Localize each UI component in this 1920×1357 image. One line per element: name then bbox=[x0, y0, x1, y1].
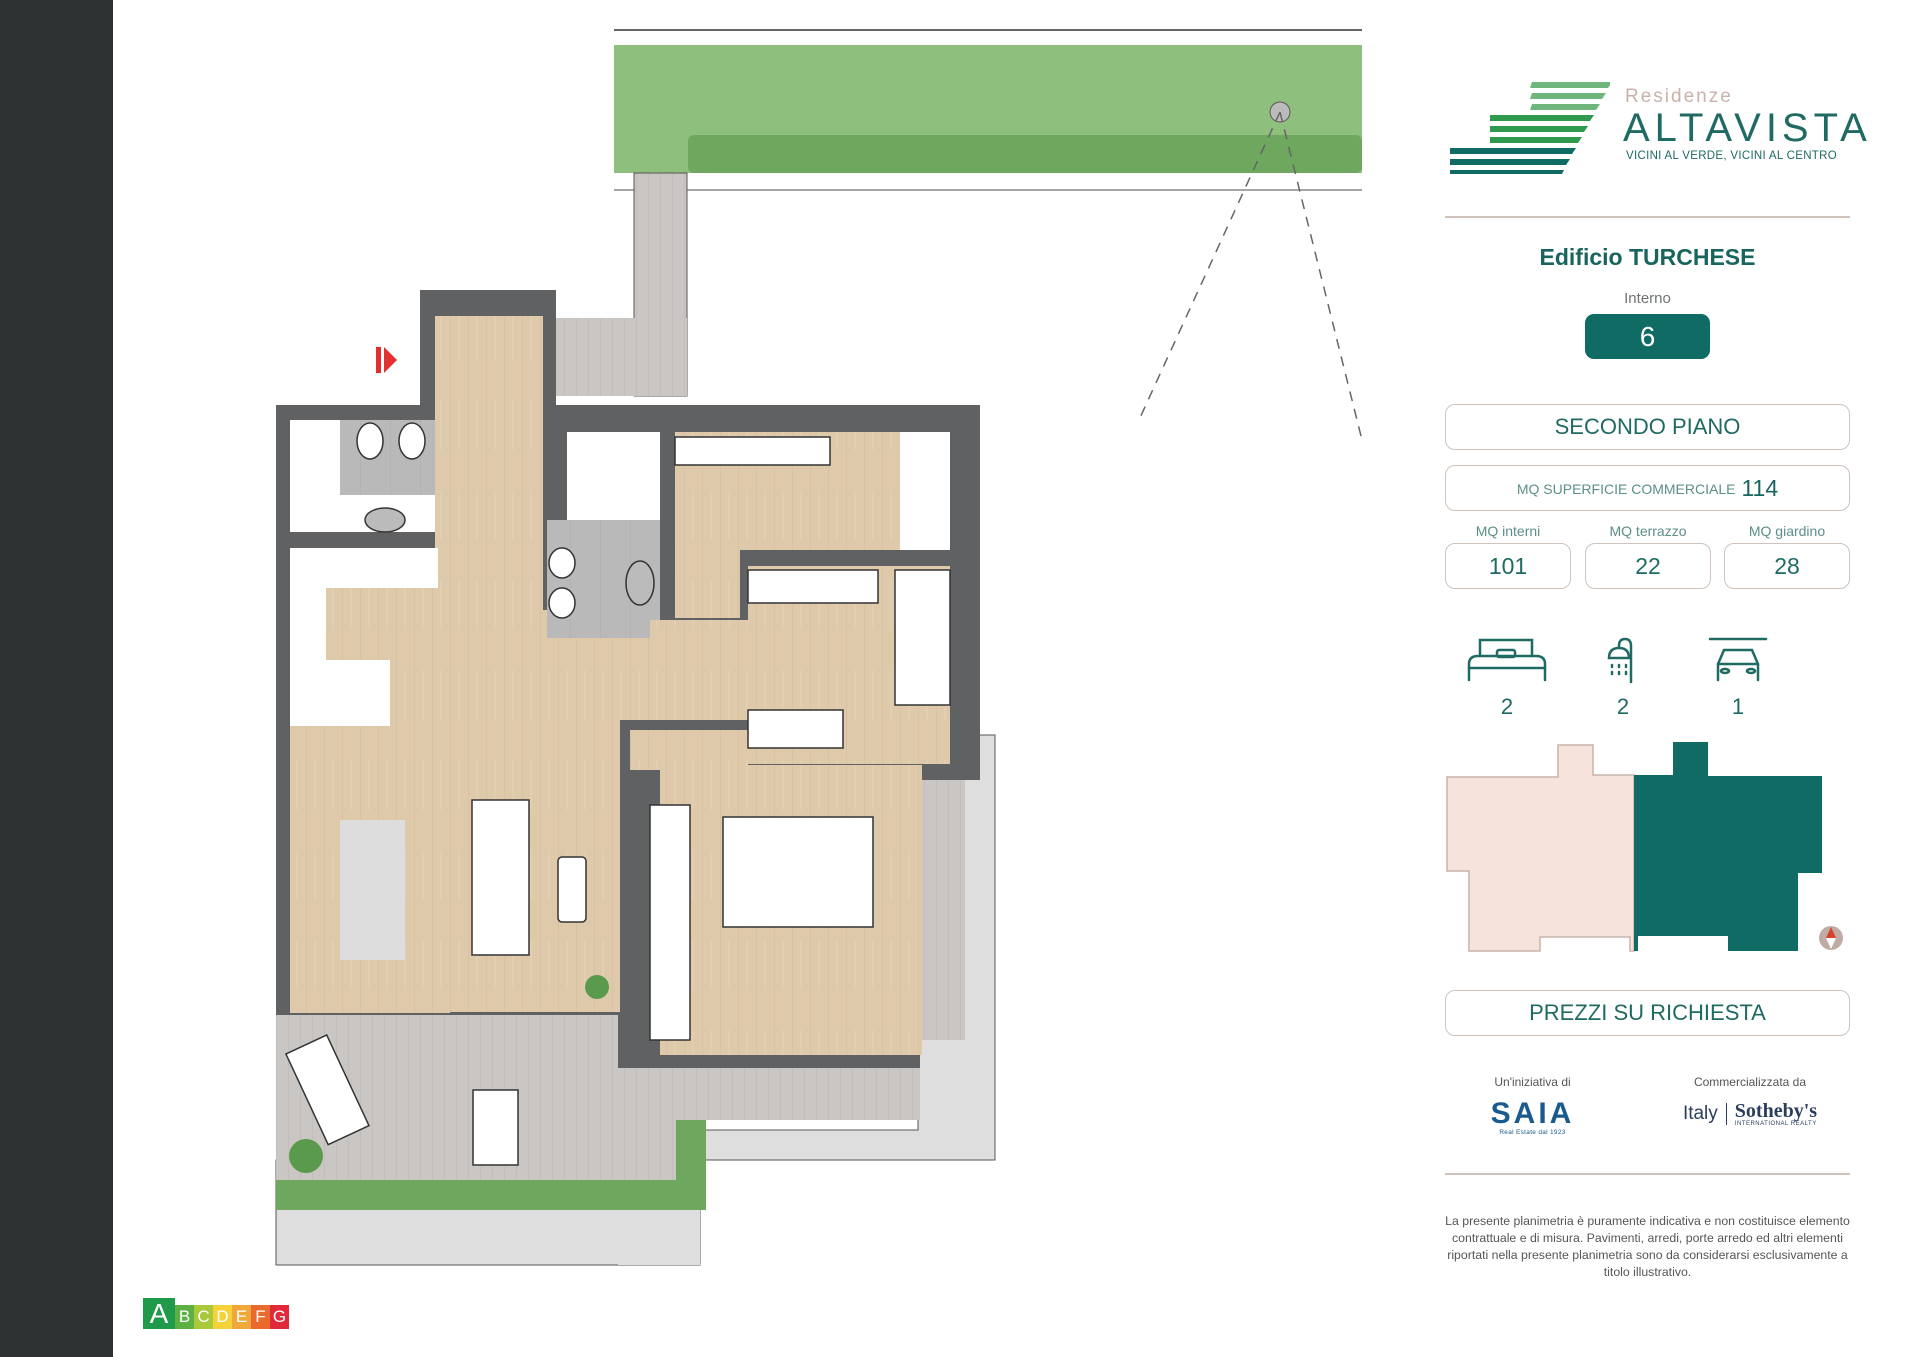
developer-label: Un'iniziativa di bbox=[1494, 1075, 1571, 1089]
divider bbox=[1445, 216, 1850, 218]
area-terrazzo: MQ terrazzo 22 bbox=[1585, 523, 1711, 589]
area-interni: MQ interni 101 bbox=[1445, 523, 1571, 589]
energy-class-d: D bbox=[213, 1305, 232, 1329]
building-title: Edificio TURCHESE bbox=[1539, 244, 1756, 270]
energy-class-e: E bbox=[232, 1305, 251, 1329]
bed-icon bbox=[1467, 638, 1547, 682]
left-sidebar-strip bbox=[0, 0, 113, 1357]
divider bbox=[1445, 1173, 1850, 1175]
surface-value: 114 bbox=[1741, 475, 1779, 501]
feature-bedrooms: 2 bbox=[1457, 636, 1557, 720]
info-panel: Residenze ALTAVISTA VICINI AL VERDE, VIC… bbox=[1445, 0, 1867, 1357]
car-icon bbox=[1708, 637, 1768, 682]
compass-icon bbox=[1819, 926, 1843, 950]
furniture bbox=[284, 422, 951, 1166]
parking-count: 1 bbox=[1731, 694, 1745, 719]
floor-label: SECONDO PIANO bbox=[1445, 404, 1850, 450]
developer-name: SAIA bbox=[1490, 1097, 1575, 1130]
interno-badge: 6 bbox=[1585, 314, 1710, 359]
feature-parking: 1 bbox=[1688, 636, 1788, 720]
agency-name: Sotheby's bbox=[1734, 1100, 1818, 1122]
agency-label: Commercializzata da bbox=[1693, 1075, 1807, 1089]
disclaimer-text: La presente planimetria è puramente indi… bbox=[1445, 1214, 1850, 1279]
area-label: MQ interni bbox=[1475, 523, 1541, 539]
entry-deck bbox=[556, 318, 687, 396]
building-keymap bbox=[1446, 742, 1843, 952]
agency-sub: INTERNATIONAL REALTY bbox=[1734, 1121, 1817, 1127]
feature-bathrooms: 2 bbox=[1573, 636, 1673, 720]
brand-tagline: VICINI AL VERDE, VICINI AL CENTRO bbox=[1626, 150, 1837, 162]
area-value: 101 bbox=[1445, 543, 1571, 589]
interno-label: Interno bbox=[1624, 290, 1671, 307]
keymap-other-unit bbox=[1446, 744, 1635, 952]
commercial-surface: MQ SUPERFICIE COMMERCIALE 114 bbox=[1445, 465, 1850, 511]
price-on-request: PREZZI SU RICHIESTA bbox=[1445, 990, 1850, 1036]
energy-class-scale: A B C D E F G bbox=[143, 1298, 289, 1329]
area-value: 28 bbox=[1724, 543, 1850, 589]
bathrooms-count: 2 bbox=[1616, 694, 1630, 719]
logo-stripes-icon bbox=[1450, 82, 1610, 174]
developer-logo: Un'iniziativa di SAIA Real Estate dal 19… bbox=[1470, 1075, 1595, 1136]
floor-plan bbox=[113, 0, 1393, 1357]
altavista-logo: Residenze ALTAVISTA VICINI AL VERDE, VIC… bbox=[1445, 78, 1867, 178]
surface-label: MQ SUPERFICIE COMMERCIALE bbox=[1516, 481, 1736, 497]
garden-top bbox=[614, 29, 1363, 441]
developer-sub: Real Estate dal 1923 bbox=[1499, 1129, 1566, 1136]
energy-class-g: G bbox=[270, 1305, 289, 1329]
brand-name: ALTAVISTA bbox=[1623, 106, 1872, 150]
energy-class-c: C bbox=[194, 1305, 213, 1329]
energy-class-f: F bbox=[251, 1305, 270, 1329]
agency-logo: Commercializzata da Italy Sotheby's INTE… bbox=[1670, 1075, 1830, 1127]
entrance-arrow-icon bbox=[376, 347, 397, 373]
area-value: 22 bbox=[1585, 543, 1711, 589]
energy-class-b: B bbox=[175, 1305, 194, 1329]
brand-prefix: Residenze bbox=[1625, 86, 1733, 107]
area-giardino: MQ giardino 28 bbox=[1724, 523, 1850, 589]
bedrooms-count: 2 bbox=[1500, 694, 1514, 719]
energy-class-a: A bbox=[143, 1298, 175, 1329]
agency-prefix: Italy bbox=[1683, 1103, 1727, 1125]
area-label: MQ giardino bbox=[1748, 523, 1826, 539]
keymap-this-unit bbox=[1634, 742, 1822, 951]
shower-icon bbox=[1607, 637, 1633, 684]
area-label: MQ terrazzo bbox=[1609, 523, 1687, 539]
